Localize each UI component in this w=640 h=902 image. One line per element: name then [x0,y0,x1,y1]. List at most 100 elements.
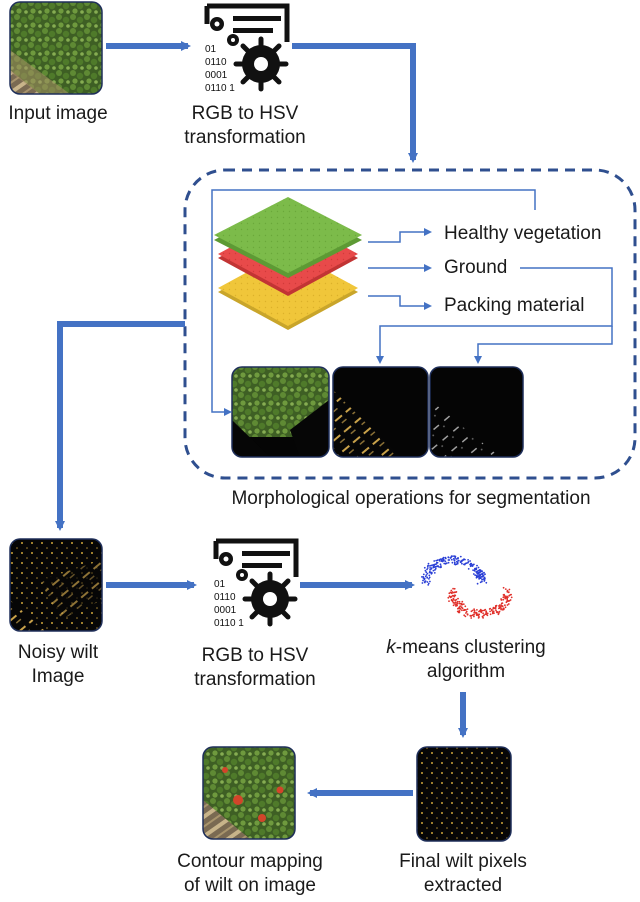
cluster-point-red [500,599,503,601]
cluster-point-blue [450,558,453,561]
cluster-point-red [473,608,475,611]
cluster-point-blue [469,563,471,566]
cluster-point-blue [421,576,423,578]
cluster-point-red [474,611,476,614]
icon-bin-2b: 0110 [214,592,236,603]
cluster-point-blue [425,571,428,574]
cluster-point-red [489,610,491,613]
rgb-hsv-top-line1: RGB to HSV [191,103,299,124]
cluster-point-red [454,601,457,604]
cluster-point-blue [476,573,479,575]
cluster-point-blue [447,561,450,564]
cluster-point-blue [453,559,456,562]
cluster-point-red [500,608,502,611]
cluster-point-red [453,587,456,590]
cluster-point-blue [478,571,481,574]
cluster-point-blue [422,573,425,576]
cluster-point-red [489,607,492,610]
cluster-point-blue [442,556,445,559]
cluster-point-red [495,604,498,607]
cluster-point-blue [469,565,472,568]
cluster-point-red [456,600,459,603]
cluster-point-blue [472,573,475,575]
cluster-point-red [510,593,512,596]
cluster-point-red [494,607,497,610]
cluster-point-red [453,595,456,598]
icon-bin-4b: 0110 1 [214,618,244,629]
cluster-point-red [462,603,465,605]
cluster-point-red [450,589,453,592]
cluster-point-blue [428,578,430,580]
rgb-hsv-top-label: RGB to HSV transformation [165,102,325,150]
cluster-point-blue [423,566,426,569]
cluster-point-red [510,596,513,599]
segmentation-caption: Morphological operations for segmentatio… [231,488,591,509]
cluster-point-blue [426,567,429,569]
cluster-point-red [508,588,511,591]
cluster-point-red [486,612,489,615]
final-wilt-label: Final wilt pixels extracted [380,850,546,898]
cluster-point-red [464,605,467,608]
cluster-point-blue [447,556,450,558]
cluster-point-red [492,607,495,610]
cluster-point-red [470,614,473,617]
connector-lines [211,189,613,416]
cluster-point-red [449,595,451,598]
cluster-point-blue [483,571,485,574]
icon-bin-4: 0110 1 [205,83,235,94]
cluster-point-blue [473,569,476,572]
cluster-point-red [463,609,466,611]
cluster-point-blue [471,565,474,567]
cluster-point-blue [439,566,442,569]
cluster-point-red [450,595,453,598]
cluster-point-red [483,614,485,616]
cluster-point-red [491,612,494,615]
cluster-point-red [457,597,459,600]
cluster-point-red [479,609,481,612]
cluster-point-blue [451,561,454,564]
rgb-hsv-bottom-line2: transformation [194,669,316,690]
cluster-point-blue [476,564,478,567]
cluster-point-red [502,586,505,589]
cluster-point-blue [484,573,486,576]
ground-label: Ground [444,257,508,278]
cluster-point-blue [467,559,469,561]
cluster-point-red [473,615,475,618]
segmentation-box [183,168,637,480]
icon-bin-3b: 0001 [214,605,237,616]
cluster-point-red [470,610,473,613]
cluster-point-red [456,604,458,607]
cluster-point-blue [440,565,442,567]
cluster-point-blue [481,580,483,583]
cluster-point-blue [435,565,438,568]
cluster-point-red [484,608,487,611]
cluster-point-blue [436,559,439,562]
cluster-point-red [452,604,455,607]
noisy-wilt-label: Noisy wilt Image [0,641,116,689]
cluster-point-blue [424,580,427,582]
cluster-point-blue [432,569,435,572]
cluster-point-blue [421,582,424,584]
noisy-wilt-thumbnail [9,538,103,632]
cluster-point-blue [475,574,478,577]
cluster-point-red [473,609,476,612]
cluster-point-red [461,600,464,603]
cluster-point-red [450,592,453,594]
cluster-point-blue [427,562,430,565]
cluster-point-red [453,591,456,594]
cluster-point-blue [436,561,439,564]
cluster-point-blue [433,572,436,574]
cluster-point-blue [427,584,430,586]
cluster-point-red [476,609,478,611]
cluster-point-blue [423,578,426,581]
cluster-point-red [458,611,461,614]
cluster-point-red [502,598,505,601]
cluster-point-blue [479,574,481,577]
cluster-point-red [481,609,484,612]
cluster-point-red [451,594,454,597]
cluster-point-red [466,608,469,610]
kmeans-k: k [386,637,396,658]
cluster-point-red [466,613,469,616]
flow-arrows [55,41,468,798]
